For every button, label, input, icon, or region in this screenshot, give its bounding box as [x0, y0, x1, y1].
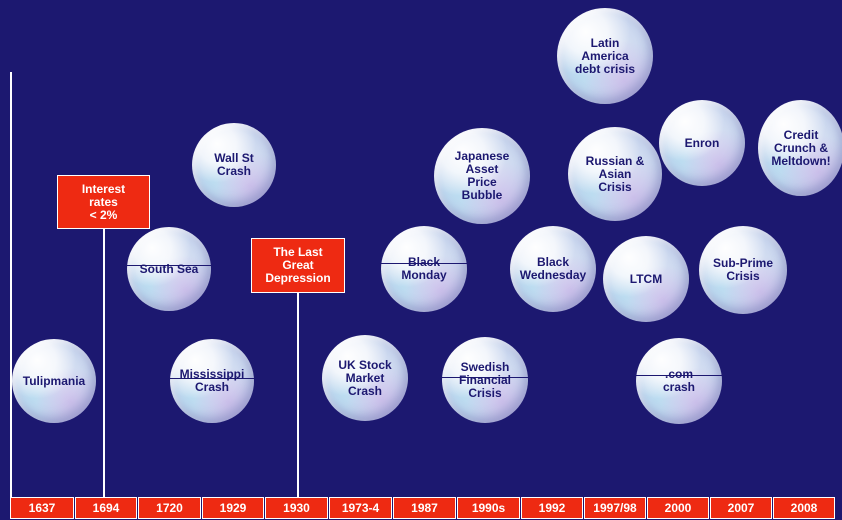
bubble-label: LTCM [629, 271, 663, 286]
year-label: 1973-4 [329, 497, 392, 519]
mississippi-strike [170, 378, 254, 379]
year-label: 1637 [10, 497, 74, 519]
bubble-black-wednesday: Black Wednesday [510, 226, 596, 312]
bubble-tulipmania: Tulipmania [12, 339, 96, 423]
bubble-russian-asian: Russian & Asian Crisis [568, 127, 662, 221]
bubble-label: Japanese Asset Price Bubble [454, 149, 510, 202]
black-monday-strike [381, 263, 467, 264]
bubble-black-monday: Black Monday [381, 226, 467, 312]
bubble-label: Tulipmania [22, 373, 86, 388]
bubble-south-sea: South Sea [127, 227, 211, 311]
bubble-label: Wall St Crash [214, 151, 254, 178]
bubble-sub-prime: Sub-Prime Crisis [699, 226, 787, 314]
year-label: 1720 [138, 497, 201, 519]
bubble-label: Mississippi Crash [179, 367, 245, 394]
bubble-label: Credit Crunch & Meltdown! [771, 127, 831, 168]
year-label: 1997/98 [584, 497, 646, 519]
interest-rates-line [103, 228, 105, 497]
bubble-label: Russian & Asian Crisis [585, 153, 645, 194]
bubble-japanese: Japanese Asset Price Bubble [434, 128, 530, 224]
year-label: 2007 [710, 497, 772, 519]
bubble-mississippi: Mississippi Crash [170, 339, 254, 423]
bubble-label: Latin America debt crisis [574, 35, 636, 76]
bubble-latin-america: Latin America debt crisis [557, 8, 653, 104]
bubble-label: Sub-Prime Crisis [712, 256, 773, 283]
bubble-label: .com crash [662, 367, 696, 394]
bubble-uk-stock: UK Stock Market Crash [322, 335, 408, 421]
bubble-label: Swedish Financial Crisis [458, 359, 511, 400]
year-label: 1990s [457, 497, 520, 519]
bubble-credit-crunch: Credit Crunch & Meltdown! [758, 100, 842, 196]
bubble-label: Enron [684, 135, 720, 150]
bubble-wall-st: Wall St Crash [192, 123, 276, 207]
year-label: 1929 [202, 497, 264, 519]
year-label: 1930 [265, 497, 328, 519]
year-label: 1987 [393, 497, 456, 519]
axis-line [10, 72, 12, 497]
interest-rates-callout: Interest rates < 2% [57, 175, 150, 229]
year-label: 2000 [647, 497, 709, 519]
bubble-label: Black Monday [401, 255, 447, 282]
last-depression-callout: The Last Great Depression [251, 238, 345, 293]
bubble-dotcom: .com crash [636, 338, 722, 424]
south-sea-strike [127, 265, 211, 266]
swedish-strike [442, 377, 528, 378]
bubble-enron: Enron [659, 100, 745, 186]
year-label: 1694 [75, 497, 137, 519]
bubble-label: UK Stock Market Crash [338, 357, 392, 398]
depression-line [297, 292, 299, 497]
bubble-swedish: Swedish Financial Crisis [442, 337, 528, 423]
year-label: 1992 [521, 497, 583, 519]
dotcom-strike [636, 375, 722, 376]
year-label: 2008 [773, 497, 835, 519]
bubble-label: Black Wednesday [519, 255, 587, 282]
bubble-ltcm: LTCM [603, 236, 689, 322]
